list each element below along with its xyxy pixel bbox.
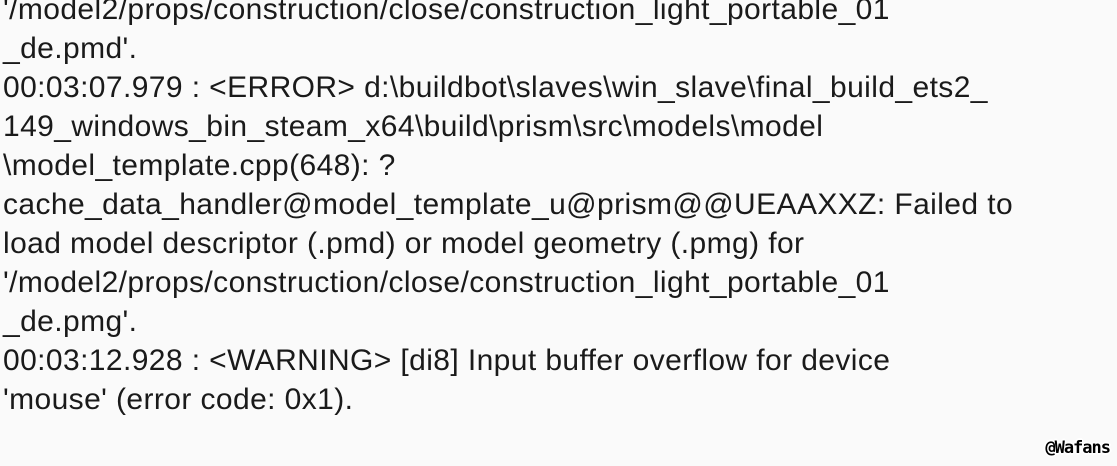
- log-line: '/model2/props/construction/close/constr…: [3, 0, 890, 26]
- log-line: _de.pmg'.: [3, 305, 138, 338]
- log-line: '/model2/props/construction/close/constr…: [3, 266, 890, 299]
- watermark: @Wafans: [1045, 438, 1111, 458]
- log-line: \model_template.cpp(648): ?: [3, 149, 396, 182]
- log-line: _de.pmd'.: [3, 32, 138, 65]
- log-line: cache_data_handler@model_template_u@pris…: [3, 188, 1014, 221]
- log-line: 'mouse' (error code: 0x1).: [3, 383, 354, 416]
- log-line: load model descriptor (.pmd) or model ge…: [3, 227, 805, 260]
- log-line: 00:03:07.979 : <ERROR> d:\buildbot\slave…: [3, 71, 988, 104]
- log-line: 149_windows_bin_steam_x64\build\prism\sr…: [3, 110, 824, 143]
- log-line: 00:03:12.928 : <WARNING> [di8] Input buf…: [3, 344, 891, 377]
- log-text: '/model2/props/construction/close/constr…: [3, 0, 1117, 419]
